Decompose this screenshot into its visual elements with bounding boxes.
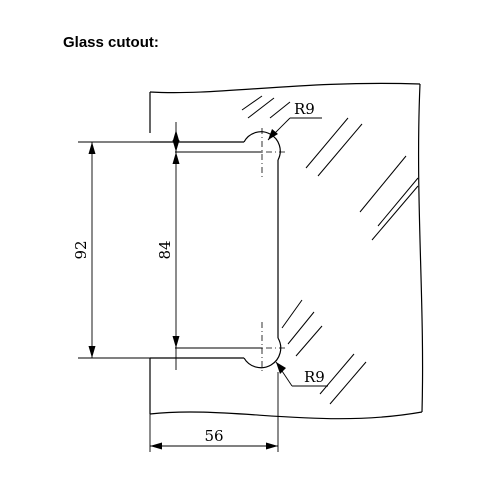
- dimension-84-label: 84: [156, 240, 174, 259]
- dimension-56-label: 56: [204, 427, 223, 445]
- radius-bottom-callout: R9: [275, 361, 328, 387]
- diagram-title: Glass cutout:: [63, 34, 159, 51]
- dimension-92-label: 92: [72, 240, 90, 259]
- radius-top-callout: R9: [267, 100, 322, 141]
- dimension-84: 84: [156, 122, 180, 370]
- glass-hatching: [241, 95, 419, 405]
- glass-panel: [149, 82, 424, 420]
- radius-top-label: R9: [294, 100, 315, 118]
- cutout-notch: [150, 131, 282, 369]
- radius-bottom-label: R9: [304, 368, 325, 386]
- dimension-56: 56: [149, 372, 279, 452]
- center-lines: [240, 128, 286, 372]
- dimension-92: 92: [72, 141, 150, 359]
